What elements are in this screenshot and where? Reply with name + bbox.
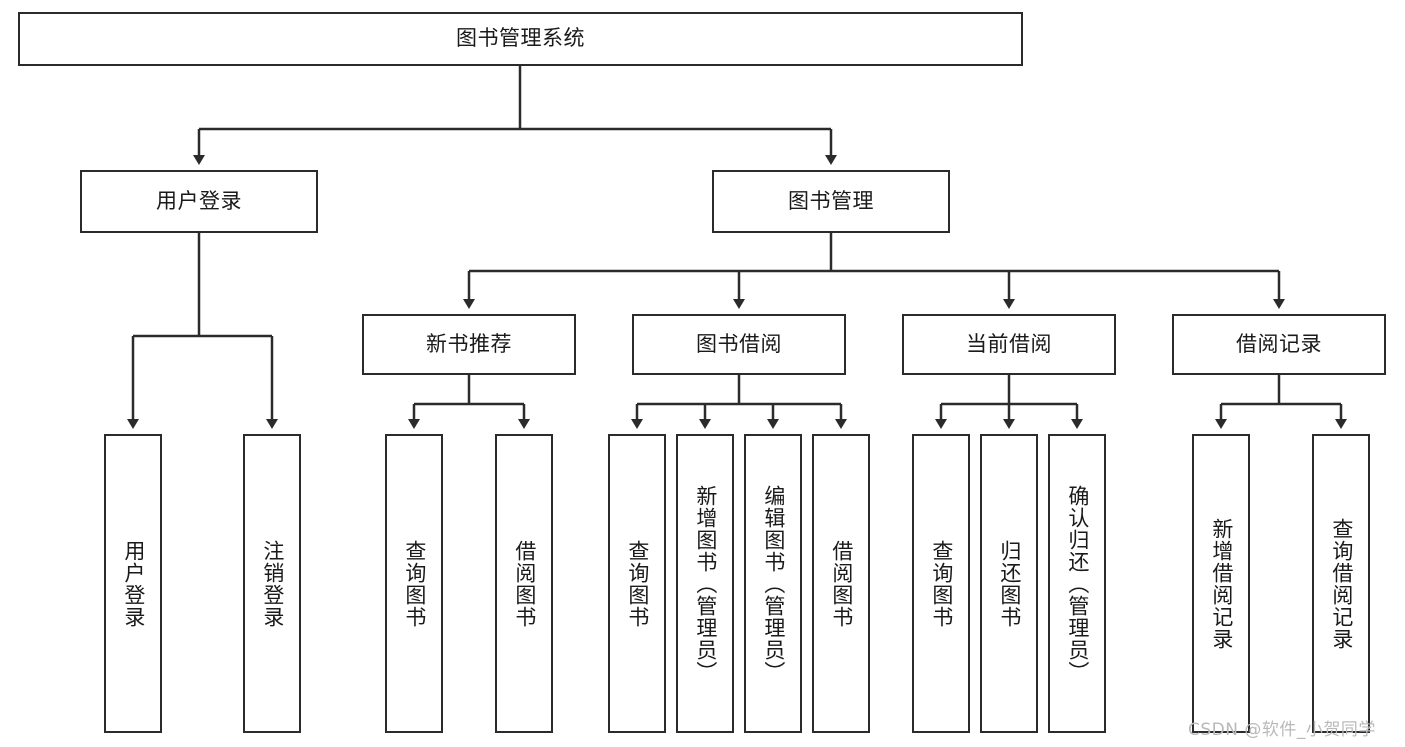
node-label: 图书借阅: [696, 331, 782, 356]
node-root-book-management-system[interactable]: 图书管理系统: [18, 12, 1023, 66]
leaf-book-borrow-query[interactable]: 查询图书: [608, 434, 666, 733]
leaf-book-borrow-edit[interactable]: 编辑图书（管理员）: [744, 434, 802, 733]
leaf-new-book-query[interactable]: 查询图书: [385, 434, 443, 733]
leaf-borrow-record-add[interactable]: 新增借阅记录: [1192, 434, 1250, 733]
node-label: 新增图书（管理员）: [693, 484, 718, 683]
leaf-book-borrow-add[interactable]: 新增图书（管理员）: [676, 434, 734, 733]
node-label: 确认归还（管理员）: [1065, 484, 1090, 683]
node-current-borrow[interactable]: 当前借阅: [902, 314, 1116, 375]
node-label: 图书管理系统: [456, 26, 585, 51]
node-label: 查询借阅记录: [1329, 517, 1354, 650]
node-label: 用户登录: [121, 539, 146, 628]
leaf-current-borrow-confirm-return[interactable]: 确认归还（管理员）: [1048, 434, 1106, 733]
node-label: 新增借阅记录: [1209, 517, 1234, 650]
node-label: 借阅图书: [829, 539, 854, 628]
leaf-current-borrow-return[interactable]: 归还图书: [980, 434, 1038, 733]
leaf-new-book-borrow[interactable]: 借阅图书: [495, 434, 553, 733]
node-label: 查询图书: [402, 539, 427, 628]
leaf-current-borrow-query[interactable]: 查询图书: [912, 434, 970, 733]
node-label: 查询图书: [625, 539, 650, 628]
node-label: 新书推荐: [426, 331, 512, 356]
csdn-watermark: CSDN @软件_小贺同学: [1188, 720, 1376, 740]
node-label: 用户登录: [156, 188, 242, 213]
node-label: 借阅记录: [1236, 331, 1322, 356]
leaf-user-login-login[interactable]: 用户登录: [104, 434, 162, 733]
node-label: 借阅图书: [512, 539, 537, 628]
node-label: 当前借阅: [966, 331, 1052, 356]
node-label: 查询图书: [929, 539, 954, 628]
node-label: 编辑图书（管理员）: [761, 484, 786, 683]
leaf-user-login-logout[interactable]: 注销登录: [243, 434, 301, 733]
node-new-book-recommend[interactable]: 新书推荐: [362, 314, 576, 375]
node-user-login[interactable]: 用户登录: [80, 170, 318, 233]
node-label: 归还图书: [997, 539, 1022, 628]
leaf-borrow-record-query[interactable]: 查询借阅记录: [1312, 434, 1370, 733]
leaf-book-borrow-borrow[interactable]: 借阅图书: [812, 434, 870, 733]
node-borrow-records[interactable]: 借阅记录: [1172, 314, 1386, 375]
node-book-borrow[interactable]: 图书借阅: [632, 314, 846, 375]
node-book-management[interactable]: 图书管理: [712, 170, 950, 233]
node-label: 注销登录: [260, 539, 285, 628]
node-label: 图书管理: [788, 188, 874, 213]
